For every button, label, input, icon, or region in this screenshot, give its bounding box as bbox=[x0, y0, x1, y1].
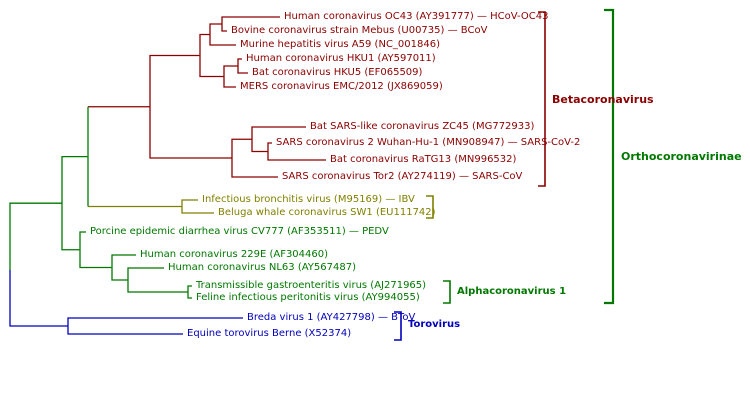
blue-clade-branches bbox=[9, 270, 243, 335]
taxon-label: Human coronavirus NL63 (AY567487) bbox=[168, 262, 356, 273]
family-bracket bbox=[604, 8, 615, 305]
taxon-label: SARS coronavirus 2 Wuhan-Hu-1 (MN908947)… bbox=[276, 137, 581, 148]
taxon-label: Human coronavirus HKU1 (AY597011) bbox=[246, 53, 436, 64]
olive-clade-branches bbox=[88, 199, 214, 214]
taxon-label: Infectious bronchitis virus (M95169) — I… bbox=[202, 194, 415, 205]
alphacoronavirus1-bracket bbox=[443, 280, 451, 304]
alphacoronavirus1-bracket-label: Alphacoronavirus 1 bbox=[457, 286, 567, 297]
taxon-label: Bat coronavirus HKU5 (EF065509) bbox=[252, 67, 423, 78]
family-bracket-label: Orthocoronavirinae bbox=[621, 150, 742, 163]
gammacoronavirus-bracket bbox=[426, 195, 434, 219]
taxon-label: Equine torovirus Berne (X52374) bbox=[187, 328, 352, 339]
taxon-label: Bat SARS-like coronavirus ZC45 (MG772933… bbox=[310, 121, 535, 132]
betacoronavirus-bracket-label: Betacoronavirus bbox=[552, 93, 654, 106]
clade-brackets bbox=[394, 8, 615, 341]
taxon-label: Murine hepatitis virus A59 (NC_001846) bbox=[240, 39, 440, 50]
taxon-label: Bovine coronavirus strain Mebus (U00735)… bbox=[231, 25, 488, 36]
taxon-label: Human coronavirus OC43 (AY391777) — HCoV… bbox=[284, 11, 549, 22]
taxon-label: MERS coronavirus EMC/2012 (JX869059) bbox=[240, 81, 443, 92]
taxon-label: Human coronavirus 229E (AF304460) bbox=[140, 249, 329, 260]
green-clade-branches bbox=[9, 106, 192, 299]
torovirus-bracket bbox=[394, 311, 402, 341]
taxon-label: Porcine epidemic diarrhea virus CV777 (A… bbox=[90, 226, 389, 237]
taxon-label: Transmissible gastroenteritis virus (AJ2… bbox=[196, 280, 427, 291]
red-clade-branches bbox=[88, 16, 326, 178]
taxon-label: Breda virus 1 (AY427798) — BToV bbox=[247, 312, 416, 323]
taxon-label: Beluga whale coronavirus SW1 (EU111742) bbox=[218, 207, 436, 218]
taxon-label: SARS coronavirus Tor2 (AY274119) — SARS-… bbox=[282, 171, 523, 182]
torovirus-bracket-label: Torovirus bbox=[408, 319, 461, 330]
taxon-label: Bat coronavirus RaTG13 (MN996532) bbox=[330, 154, 517, 165]
taxon-label: Feline infectious peritonitis virus (AY9… bbox=[196, 292, 420, 303]
betacoronavirus-bracket bbox=[538, 11, 546, 187]
